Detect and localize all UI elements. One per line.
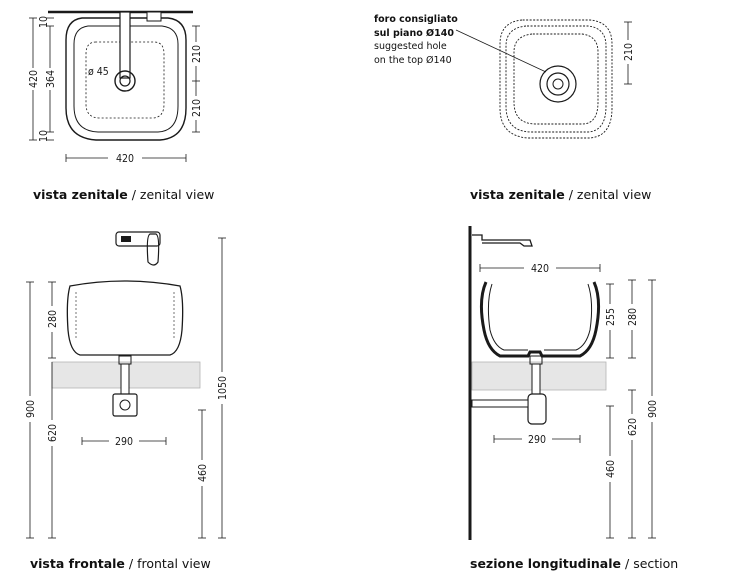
dim-lower-620: 620 [627,418,639,436]
bottom-left-view [26,231,226,539]
bottom-left-dims-text: 280 900 620 290 1050 460 [22,306,230,486]
dim-rim-bottom: 10 [38,130,50,142]
mid-dashed-outline [505,25,607,133]
faucet-body [115,231,161,247]
dim-height-280: 280 [627,308,639,326]
drain-inner [552,78,564,90]
caption-bottom-left: vista frontale / frontal view [30,556,211,571]
dim-total-1050: 1050 [217,376,229,400]
dim-inner-255: 255 [605,308,617,326]
caption-light: frontal view [137,556,211,571]
drain-inner [119,75,131,87]
caption-separator: / [127,187,140,202]
inner-dashed-outline [513,33,599,125]
note-line-2: sul piano Ø140 [374,27,454,39]
dim-half: 210 [623,43,635,61]
drain-pipe [120,363,130,395]
dim-siphon-width: 290 [115,436,133,448]
caption-separator: / [124,556,138,571]
dim-half-bottom: 210 [191,99,203,117]
caption-bold: vista zenitale [33,187,128,202]
dim-drain-diameter: ø 45 [88,66,109,78]
top-right-view [455,19,632,139]
note-line-3: suggested hole [374,41,447,52]
caption-top-right: vista zenitale / zenital view [470,187,651,202]
siphon-outlet [471,399,529,408]
caption-light: zenital view [576,187,652,202]
caption-top-left: vista zenitale / zenital view [33,187,214,202]
bottom-right-view [468,226,656,540]
faucet-section [472,234,533,247]
faucet-handle [146,11,162,22]
dim-inner-height: 364 [45,70,57,88]
faucet-spout [119,11,131,79]
note-line-1: foro consigliato [374,14,458,25]
dim-floor-460: 460 [605,460,617,478]
dim-basin-height: 280 [47,310,59,328]
dim-width: 420 [531,263,549,275]
suggested-hole [539,65,577,103]
drain-pipe [531,363,541,395]
basin-inner-outline [73,25,179,133]
dim-width: 420 [116,153,134,165]
caption-separator: / [621,556,634,571]
dim-total-900: 900 [25,400,37,418]
bottom-right-dims-text: 420 255 280 290 620 900 460 [522,261,660,482]
dim-half-top: 210 [191,45,203,63]
dim-siphon-width: 290 [528,434,546,446]
leader-line [455,29,547,73]
dim-lower-620: 620 [47,424,59,442]
basin-section-inner-right [544,283,593,351]
faucet-lever [146,233,160,266]
dim-rim-top: 10 [38,16,50,28]
basin-outline [65,17,187,141]
basin-section-inner-left [487,283,528,351]
caption-light: section [633,556,679,571]
caption-bottom-right: sezione longitudinale / section [470,556,678,571]
drain-outer [114,70,136,92]
drain-outer [546,72,570,96]
top-left-dims-text: 420 420 364 10 10 210 210 ø 45 [26,16,203,165]
basin-section-outer [479,281,601,358]
caption-light: zenital view [139,187,215,202]
suggested-hole-note: foro consigliato sul piano Ø140 suggeste… [374,13,458,67]
dim-outer-height: 420 [28,70,40,88]
siphon [527,393,547,425]
note-line-4: on the top Ø140 [374,54,452,66]
outer-dashed-outline [499,19,613,139]
dim-total-900: 900 [647,400,659,418]
basin-bowl-dashed [85,41,165,119]
caption-bold: vista frontale [30,556,125,571]
caption-bold: sezione longitudinale [470,556,622,571]
dim-floor-460: 460 [197,464,209,482]
caption-separator: / [564,187,577,202]
caption-bold: vista zenitale [470,187,565,202]
siphon [112,393,138,417]
basin-front [66,280,184,356]
